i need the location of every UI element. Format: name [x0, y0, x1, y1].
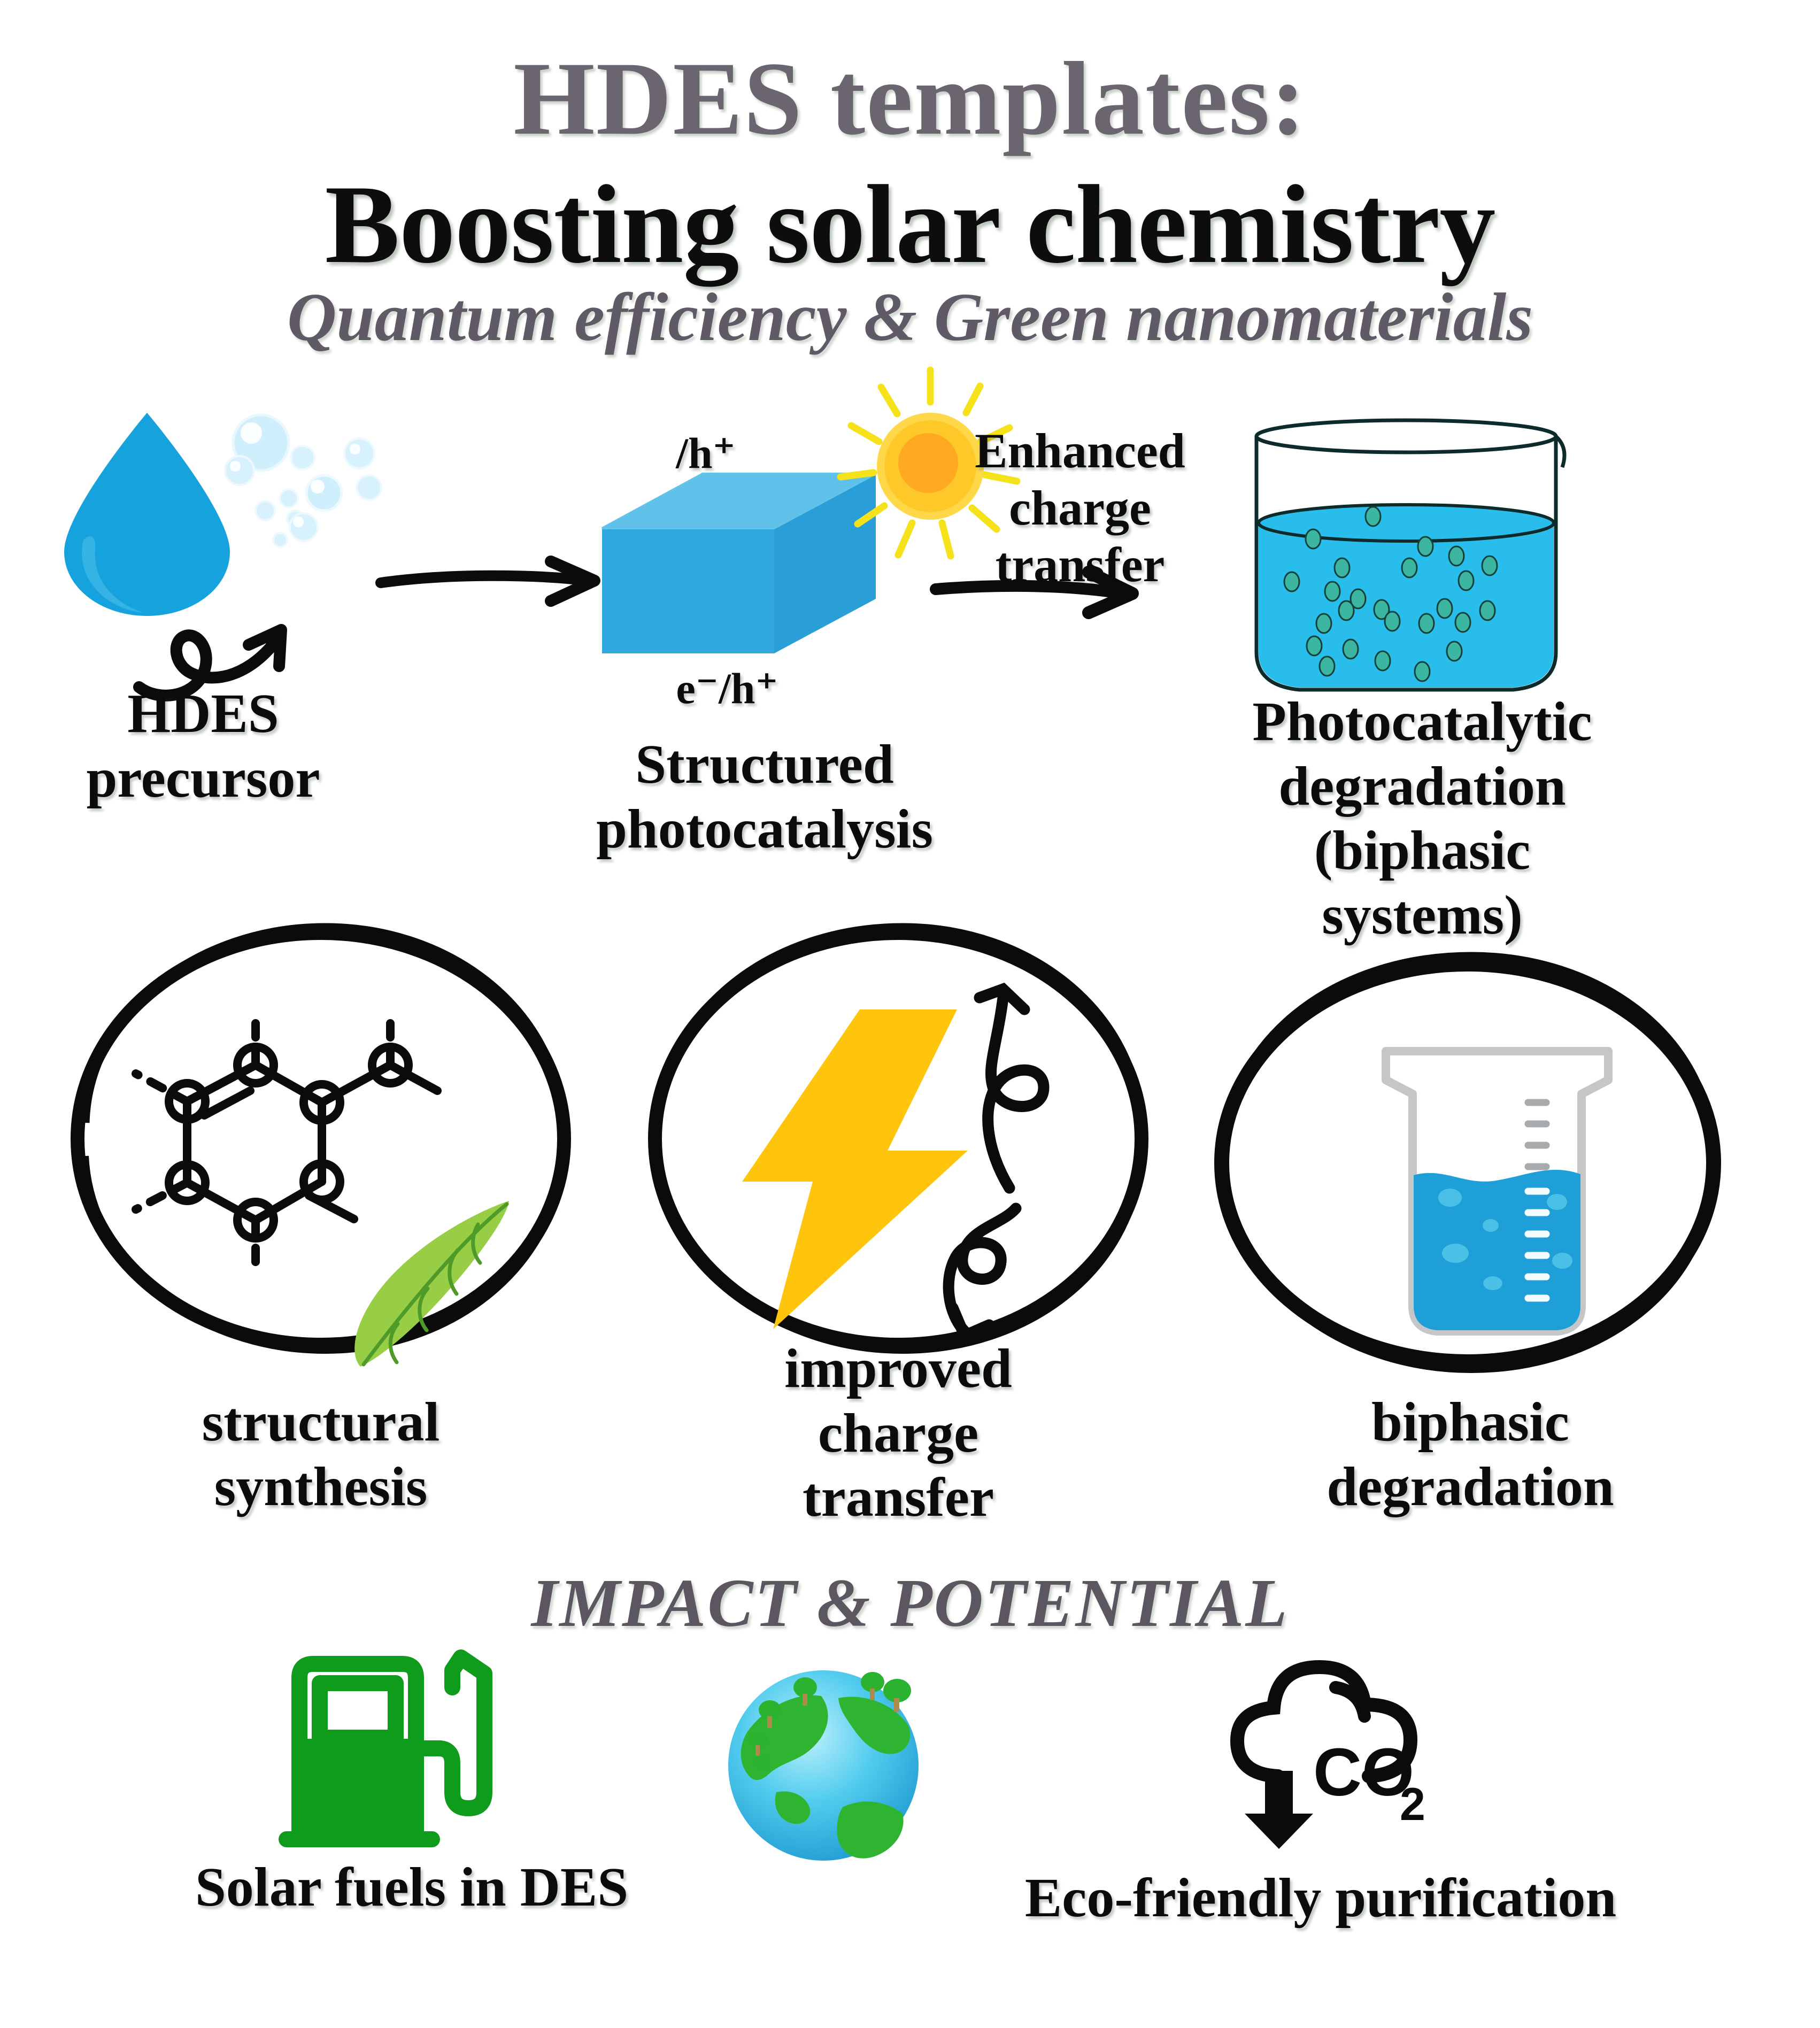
feature-2-label: improved charge transfer — [784, 1338, 1012, 1529]
impact-1-label: Solar fuels in DES — [195, 1856, 629, 1918]
fuel-pump-icon — [279, 1649, 492, 1847]
arrow2-label: Enhanced charge transfer — [975, 423, 1185, 592]
graduated-beaker-icon — [1382, 1047, 1613, 1336]
step2-label: Structured photocatalysis — [596, 734, 933, 860]
water-droplet-icon — [64, 413, 230, 616]
recycle-curl-arrow-icon — [943, 982, 1050, 1343]
molecule-ring-icon — [132, 1009, 442, 1276]
beaker-with-particles-icon — [1254, 418, 1567, 692]
step1-line1: HDES precursor — [86, 683, 320, 809]
impact-3-label: Eco-friendly purification — [1024, 1867, 1617, 1929]
lightning-bolt-icon — [742, 1009, 968, 1329]
circle-outline-1 — [71, 923, 571, 1354]
green-earth-globe-icon — [728, 1670, 919, 1861]
curly-arrow-icon — [133, 624, 287, 701]
arrow-right-icon — [375, 556, 600, 607]
arrow-right-icon-2 — [930, 566, 1139, 619]
circle-outline-3 — [1214, 952, 1721, 1374]
step1-label: HDES precursor — [32, 682, 374, 811]
co2-subscript: 2 — [1400, 1779, 1425, 1830]
page-title: Boosting solar chemistry — [325, 163, 1496, 287]
blue-cube-icon — [601, 473, 876, 653]
co2-cloud-down-arrow-icon: CO 2 — [1230, 1660, 1425, 1849]
step3-label: Photocatalytic degradation (biphasic sys… — [1252, 691, 1592, 946]
sun-icon — [837, 366, 1021, 560]
co2-text: CO — [1313, 1734, 1414, 1810]
step2-bottom-annotation: e⁻/h⁺ — [676, 664, 778, 713]
impact-heading: IMPACT & POTENTIAL — [531, 1565, 1289, 1641]
page-subtitle: Quantum efficiency & Green nanomaterials — [287, 279, 1533, 355]
feature-3-label: biphasic degradation — [1327, 1391, 1614, 1517]
step2-top-annotation: /h⁺ — [676, 429, 736, 477]
page-kicker: HDES templates: — [513, 41, 1307, 157]
green-leaf-icon — [354, 1201, 509, 1367]
circle-outline-2 — [648, 923, 1148, 1354]
feature-1-label: structural synthesis — [202, 1391, 440, 1517]
bubbles-icon — [224, 413, 382, 548]
